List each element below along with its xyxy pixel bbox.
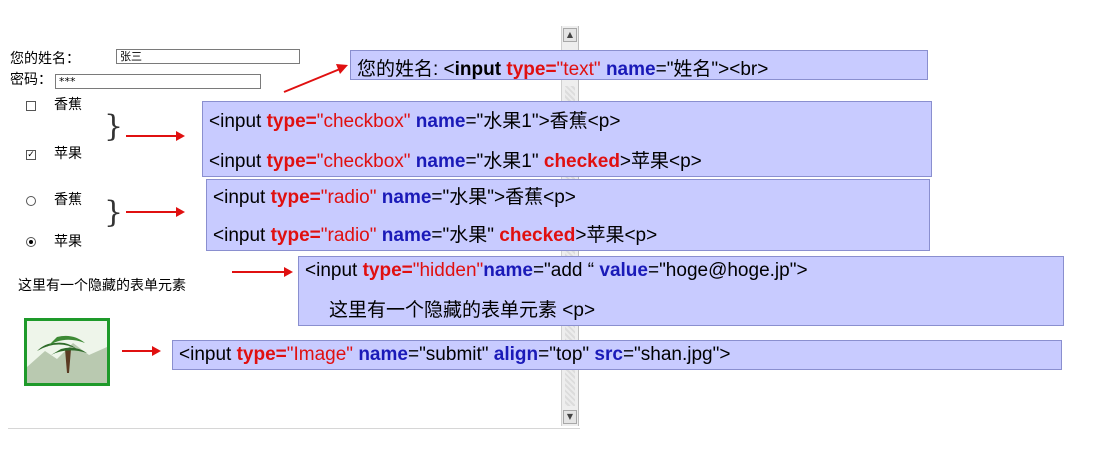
arrow-hidden-line [232, 271, 286, 273]
password-label: 密码： [10, 72, 52, 88]
code-box-hidden: <input type="hidden"name="add “ value="h… [298, 256, 1064, 326]
name-label: 您的姓名： [10, 51, 80, 67]
brace-radio: } [104, 195, 124, 230]
scroll-up-icon[interactable]: ▲ [563, 28, 577, 42]
arrow-text [283, 64, 348, 93]
checkbox-apple-label: 苹果 [54, 146, 82, 162]
arrow-image-icon [152, 346, 161, 356]
checkbox-banana[interactable] [26, 101, 36, 111]
arrow-radio-icon [176, 207, 185, 217]
code-box-radio: <input type="radio" name="水果">香蕉<p> <inp… [206, 179, 930, 251]
browser-frame [8, 26, 580, 429]
hidden-element-text: 这里有一个隐藏的表单元素 [18, 278, 186, 294]
code-box-image: <input type="Image" name="submit" align=… [172, 340, 1062, 370]
arrow-hidden-icon [284, 267, 293, 277]
code-box-checkbox: <input type="checkbox" name="水果1">香蕉<p> … [202, 101, 932, 177]
arrow-checkbox-icon [176, 131, 185, 141]
image-submit-button[interactable] [24, 318, 110, 386]
arrow-checkbox-line [126, 135, 178, 137]
radio-banana-label: 香蕉 [54, 192, 82, 208]
password-input[interactable]: *** [55, 74, 261, 89]
arrow-image-line [122, 350, 154, 352]
mountain-pine-icon [27, 321, 107, 383]
radio-banana[interactable] [26, 196, 36, 206]
arrow-radio-line [126, 211, 178, 213]
radio-apple-label: 苹果 [54, 234, 82, 250]
checkbox-banana-label: 香蕉 [54, 97, 82, 113]
name-input[interactable]: 张三 [116, 49, 300, 64]
checkbox-apple[interactable]: ✓ [26, 150, 36, 160]
radio-apple[interactable] [26, 237, 36, 247]
code-box-text: 您的姓名: <input type="text" name="姓名"><br> [350, 50, 928, 80]
brace-checkbox: } [104, 109, 124, 144]
scroll-down-icon[interactable]: ▼ [563, 410, 577, 424]
